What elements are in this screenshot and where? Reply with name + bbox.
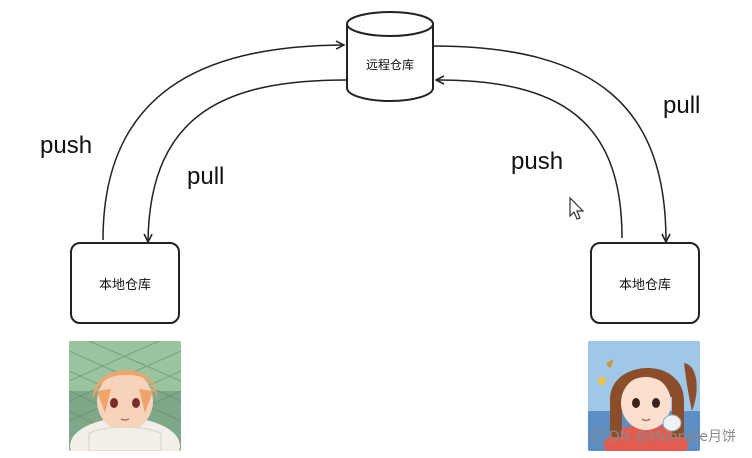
right-pull-arrow bbox=[432, 45, 666, 241]
local-repo-left-label: 本地仓库 bbox=[98, 277, 151, 293]
left-push-label: push bbox=[40, 132, 93, 159]
remote-repo-cylinder bbox=[346, 11, 434, 102]
right-push-label: push bbox=[511, 148, 564, 175]
local-repo-right-label: 本地仓库 bbox=[618, 277, 671, 293]
watermark: CSDN @Moonpie月饼 bbox=[590, 429, 736, 445]
anime-boy-avatar bbox=[69, 341, 181, 451]
mouse-cursor-icon bbox=[569, 196, 585, 220]
local-repo-left: 本地仓库 bbox=[70, 242, 180, 324]
left-push-arrow bbox=[102, 45, 343, 241]
left-pull-label: pull bbox=[187, 163, 225, 190]
right-pull-label: pull bbox=[663, 92, 701, 119]
anime-girl-avatar bbox=[588, 341, 700, 451]
local-repo-right: 本地仓库 bbox=[590, 242, 700, 324]
left-pull-arrow bbox=[148, 79, 348, 241]
right-push-arrow bbox=[437, 80, 623, 239]
remote-repo-label: 远程仓库 bbox=[365, 58, 414, 72]
